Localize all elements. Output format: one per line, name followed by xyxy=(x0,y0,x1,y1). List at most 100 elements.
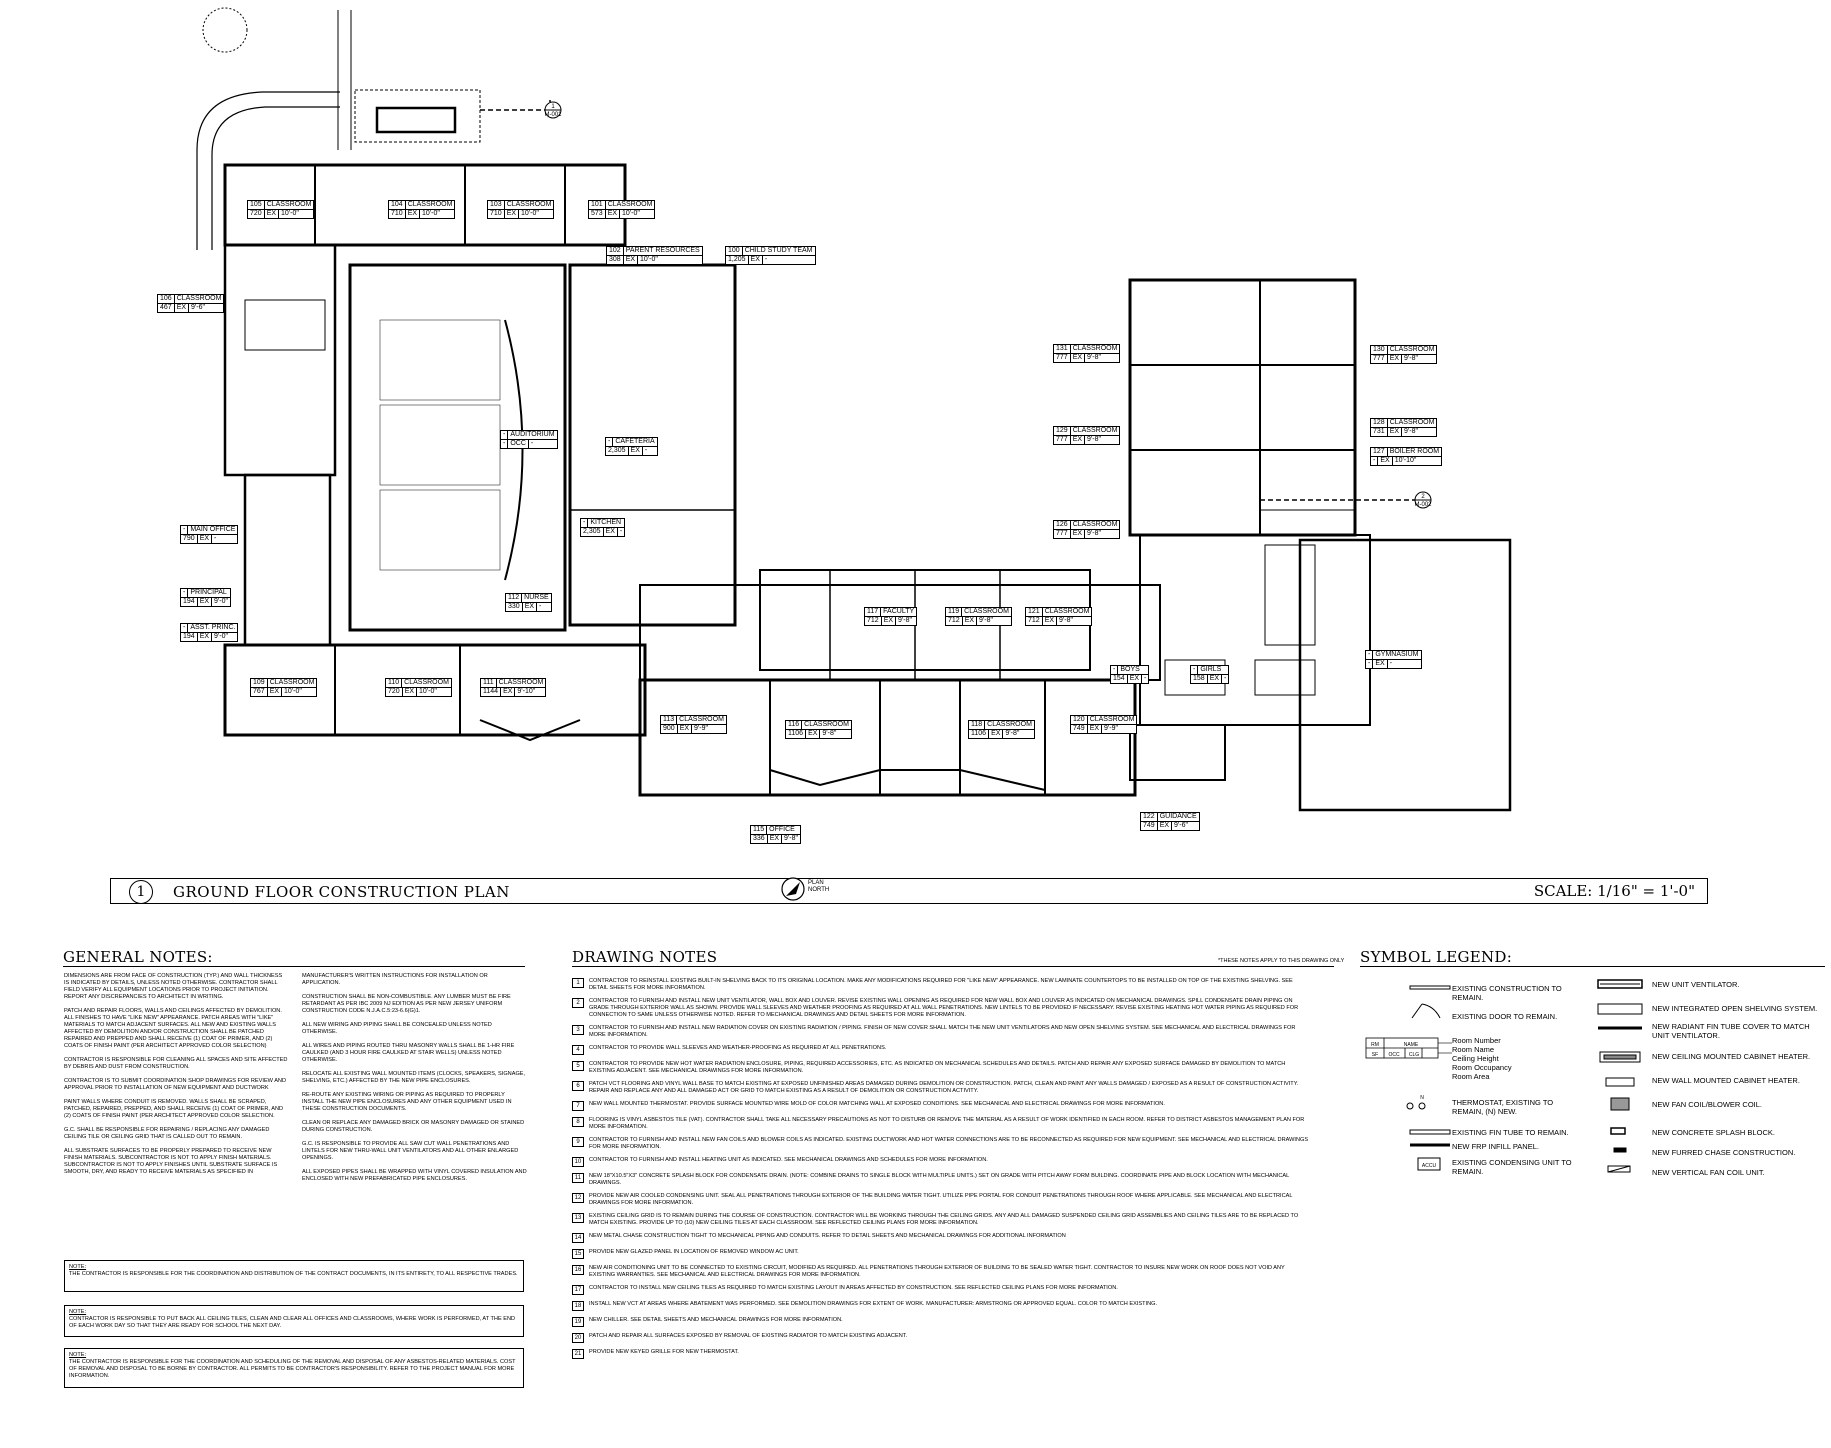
section-mark-1-sheet: M-001 xyxy=(544,112,562,118)
drawing-note-text: FLOORING IS VINYL ASBESTOS TILE (VAT). C… xyxy=(589,1117,1305,1130)
room-tag: -GYMNASIUM-EX- xyxy=(1365,650,1422,669)
general-notes-col1: DIMENSIONS ARE FROM FACE OF CONSTRUCTION… xyxy=(64,973,289,1183)
room-area: 710 xyxy=(488,210,505,218)
drawing-title: GROUND FLOOR CONSTRUCTION PLAN xyxy=(173,883,510,901)
legend-label-vertical-fan-coil: NEW VERTICAL FAN COIL UNIT. xyxy=(1652,1168,1765,1177)
room-area: 330 xyxy=(506,603,523,611)
room-number: 130 xyxy=(1371,346,1388,354)
room-ceiling: 10'-0" xyxy=(521,210,539,217)
drawing-note-number: 2 xyxy=(572,998,584,1008)
room-number: 112 xyxy=(506,594,523,602)
room-ceiling: 9'-8" xyxy=(1087,354,1101,361)
room-ceiling: 9'-9" xyxy=(694,725,708,732)
room-number: 100 xyxy=(726,247,743,255)
drawing-title-bar: 1 GROUND FLOOR CONSTRUCTION PLAN SCALE: … xyxy=(110,878,1708,904)
general-note: ALL NEW WIRING AND PIPING SHALL BE CONCE… xyxy=(302,1022,492,1035)
room-name: AUDITORIUM xyxy=(510,431,555,438)
section-mark-2-num: 2 xyxy=(1421,494,1425,500)
room-area: 712 xyxy=(865,617,882,625)
general-note: RELOCATE ALL EXISTING WALL MOUNTED ITEMS… xyxy=(302,1071,526,1084)
drawing-notes-rule xyxy=(572,966,1334,967)
drawing-note-text: EXISTING CEILING GRID IS TO REMAIN DURIN… xyxy=(589,1213,1299,1226)
room-number: - xyxy=(1111,666,1119,674)
note-box-3: NOTE: THE CONTRACTOR IS RESPONSIBLE FOR … xyxy=(64,1348,524,1388)
note-box-3-heading: NOTE: xyxy=(69,1352,87,1358)
drawing-note-text: INSTALL NEW VCT AT AREAS WHERE ABATEMENT… xyxy=(589,1301,1158,1307)
drawing-note-number: 19 xyxy=(572,1317,584,1327)
room-name: CLASSROOM xyxy=(498,679,544,686)
legend-label-unit-ventilator: NEW UNIT VENTILATOR. xyxy=(1652,980,1740,989)
room-area: - xyxy=(501,440,509,448)
room-area: 777 xyxy=(1054,530,1071,538)
fan-coil-icon xyxy=(1610,1097,1630,1111)
legend-label-fan-coil: NEW FAN COIL/BLOWER COIL. xyxy=(1652,1100,1763,1109)
room-number: 128 xyxy=(1371,419,1388,427)
section-mark-2-sheet: M-002 xyxy=(1414,502,1432,508)
drawing-note-number: 17 xyxy=(572,1285,584,1295)
room-name: BOYS xyxy=(1120,666,1140,673)
room-name: CLASSROOM xyxy=(506,201,552,208)
drawing-note-number: 7 xyxy=(572,1101,584,1111)
room-occupancy: EX xyxy=(629,447,643,455)
room-number: 101 xyxy=(589,201,606,209)
room-occupancy: EX xyxy=(198,633,213,641)
existing-door-icon xyxy=(1411,1003,1441,1019)
room-number: 113 xyxy=(661,716,678,724)
thermostat-icon xyxy=(1406,1102,1426,1110)
drawing-note-number: 8 xyxy=(572,1117,584,1127)
room-name: CLASSROOM xyxy=(964,608,1009,615)
room-name: CLASSROOM xyxy=(269,679,315,686)
general-note: DIMENSIONS ARE FROM FACE OF CONSTRUCTION… xyxy=(64,973,283,1000)
room-ceiling: 9'-8" xyxy=(822,730,837,737)
note-box-3-text: THE CONTRACTOR IS RESPONSIBLE FOR THE CO… xyxy=(69,1359,516,1379)
vertical-fan-coil-icon xyxy=(1607,1165,1631,1173)
room-ceiling: 9'-8" xyxy=(1404,355,1418,362)
legend-label-ceiling-heater: NEW CEILING MOUNTED CABINET HEATER. xyxy=(1652,1052,1811,1061)
room-area: 720 xyxy=(386,688,403,696)
room-name: CLASSROOM xyxy=(266,201,312,208)
condensing-icon xyxy=(1417,1157,1441,1171)
general-note: PAINT WALLS WHERE CONDUIT IS REMOVED. WA… xyxy=(64,1099,284,1119)
existing-construction-icon xyxy=(1409,985,1451,990)
room-occupancy: EX xyxy=(768,835,783,843)
drawing-note-text: PROVIDE NEW AIR COOLED CONDENSING UNIT. … xyxy=(589,1193,1293,1206)
section-mark-1-num: 1 xyxy=(551,104,555,110)
legend-label-condensing: EXISTING CONDENSING UNIT TO REMAIN. xyxy=(1452,1158,1572,1176)
drawing-number: 1 xyxy=(129,880,153,904)
legend-tag-clg: CLG xyxy=(1409,1052,1419,1058)
room-tag-icon xyxy=(1365,1037,1452,1059)
note-box-1: NOTE: THE CONTRACTOR IS RESPONSIBLE FOR … xyxy=(64,1260,524,1292)
room-occupancy: EX xyxy=(678,725,693,733)
room-area: 154 xyxy=(1111,675,1128,683)
drawing-note-text: CONTRACTOR TO REINSTALL EXISTING BUILT-I… xyxy=(589,978,1293,991)
note-box-2-text: CONTRACTOR IS RESPONSIBLE TO PUT BACK AL… xyxy=(69,1316,516,1329)
room-number: 102 xyxy=(607,247,624,255)
drawing-note-text: PROVIDE NEW GLAZED PANEL IN LOCATION OF … xyxy=(589,1249,799,1255)
drawing-note-number: 4 xyxy=(572,1045,584,1055)
general-note: CONSTRUCTION SHALL BE NON-COMBUSTIBLE. A… xyxy=(302,994,511,1014)
room-occupancy: EX xyxy=(265,210,280,218)
room-ceiling: 9'-6" xyxy=(191,304,205,311)
drawing-note-number: 12 xyxy=(572,1193,584,1203)
room-area: 749 xyxy=(1071,725,1088,733)
legend-rule xyxy=(1360,966,1825,967)
drawing-note: 8 FLOORING IS VINYL ASBESTOS TILE (VAT). … xyxy=(572,1117,1312,1131)
room-area: 1106 xyxy=(786,730,807,738)
room-ceiling: 10'-0" xyxy=(640,256,658,263)
note-box-1-heading: NOTE: xyxy=(69,1264,87,1270)
drawing-notes-applies: *THESE NOTES APPLY TO THIS DRAWING ONLY xyxy=(1218,958,1345,964)
